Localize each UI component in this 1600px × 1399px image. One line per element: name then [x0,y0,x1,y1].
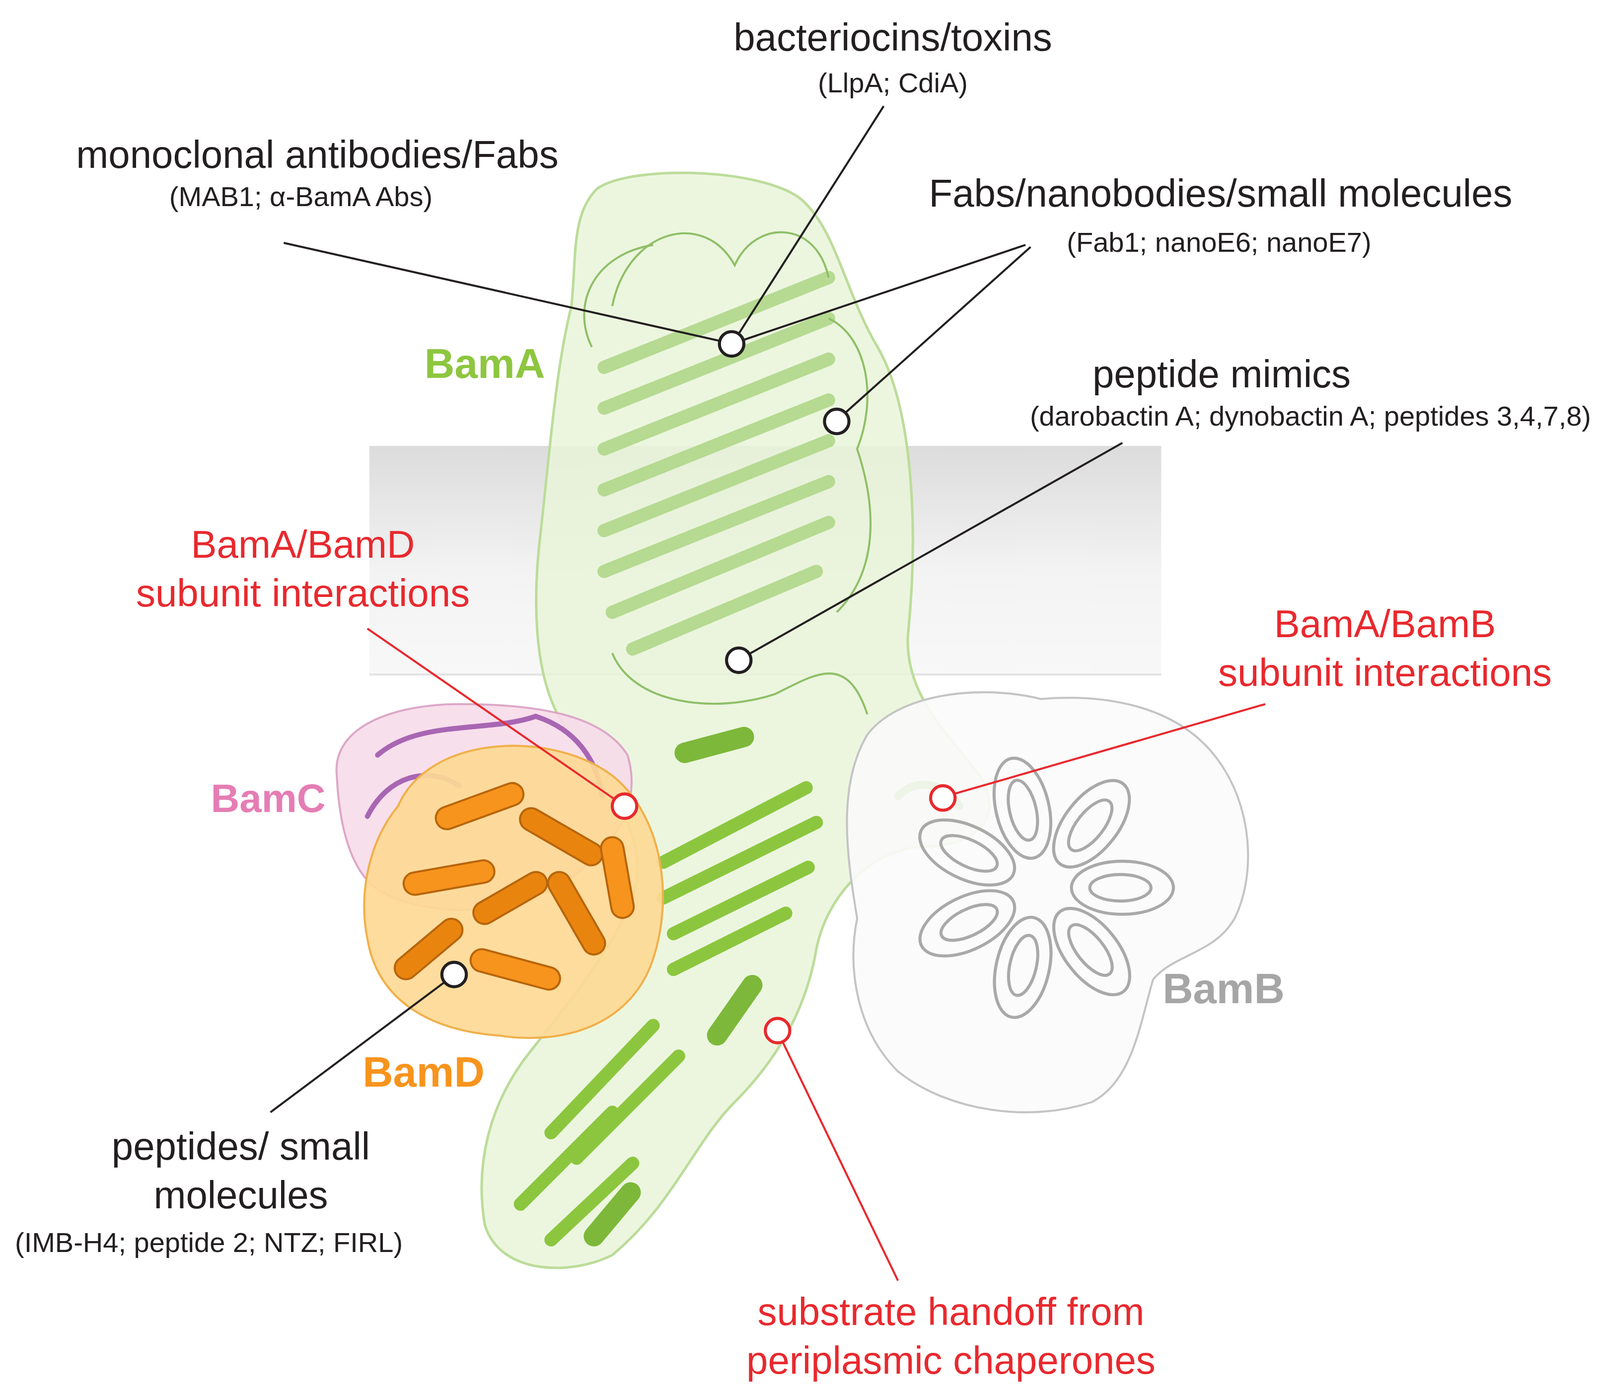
site-marker [765,1018,790,1043]
beta-strand [663,822,817,898]
site-label: monoclonal antibodies/Fabs [75,132,559,178]
bamd-surface [363,745,663,1038]
bamb-surface [847,692,1249,1113]
bamb-propeller [909,752,1174,1023]
loop [828,318,872,613]
beta-strand [603,359,829,449]
blade [1061,917,1121,983]
blade [935,896,1003,948]
leader-line [845,246,1031,413]
blade [985,911,1061,1023]
example-list: (Fab1; nanoE6; nanoE7) [1066,226,1372,259]
example-list: (LlpA; CdiA) [817,67,968,99]
blade [909,806,1025,899]
subunit-name: BamA [424,339,546,388]
leader-line [367,628,615,800]
example-list: (darobactin A; dynobactin A; peptides 3,… [1029,400,1592,433]
leader-line [782,1041,898,1281]
blade [935,828,1003,879]
site-label: peptides/ small molecules [91,1122,390,1220]
beta-strand [612,522,829,613]
site-label: peptide mimics [1092,352,1351,397]
bama-loops [583,232,871,715]
helix [543,868,610,959]
leader-line [743,244,1026,340]
site-marker [441,962,467,987]
beta-strand [663,787,807,863]
site-label: Fabs/nanobodies/small molecules [929,171,1513,217]
beta-strand [673,867,808,934]
bama-barrel-strands [603,277,829,650]
leader-line [953,704,1266,795]
site-label: bacteriocins/toxins [733,15,1053,61]
loop [583,244,654,347]
example-list: (MAB1; α-BamA Abs) [169,180,433,213]
blade [1039,894,1145,1008]
site-markers [441,331,850,987]
bamd-helices [390,779,636,992]
site-marker [824,409,849,434]
site-marker [719,331,744,357]
blade [1090,874,1152,901]
helix [599,835,636,920]
interaction-label: BamA/BamB subunit interactions [1211,599,1559,697]
beta-strand [673,913,786,970]
blade [1003,932,1043,999]
example-list: (IMB-H4; peptide 2; NTZ; FIRL) [14,1226,403,1259]
leader-line [283,242,720,341]
helix [703,970,767,1050]
interaction-label: BamA/BamD subunit interactions [129,520,477,618]
subunit-name: BamC [210,775,326,822]
helix [401,858,497,897]
beta-strand [603,440,829,531]
subunit-name: BamD [362,1047,485,1097]
helix [469,867,552,928]
beta-strand [603,399,829,490]
blade [1071,861,1174,915]
helix [672,724,757,766]
site-marker [930,785,955,810]
beta-strand [603,481,829,572]
helix [515,803,607,870]
interaction-label: substrate handoff from periplasmic chape… [737,1287,1165,1385]
beta-strand [632,571,817,650]
subunit-name: BamB [1162,964,1285,1014]
blade [1038,767,1144,880]
blade [1060,793,1120,858]
beta-strand [603,318,829,409]
red-leader-lines [367,628,1266,1281]
site-marker [726,648,751,673]
helix [432,779,527,833]
site-marker [612,794,637,819]
leader-line [748,442,1123,655]
beta-strand [576,1056,679,1159]
blade [909,876,1025,970]
helix [468,946,563,993]
helix [579,1177,646,1251]
red-site-markers [612,785,955,1043]
blade [1003,777,1043,843]
blade [985,752,1060,864]
